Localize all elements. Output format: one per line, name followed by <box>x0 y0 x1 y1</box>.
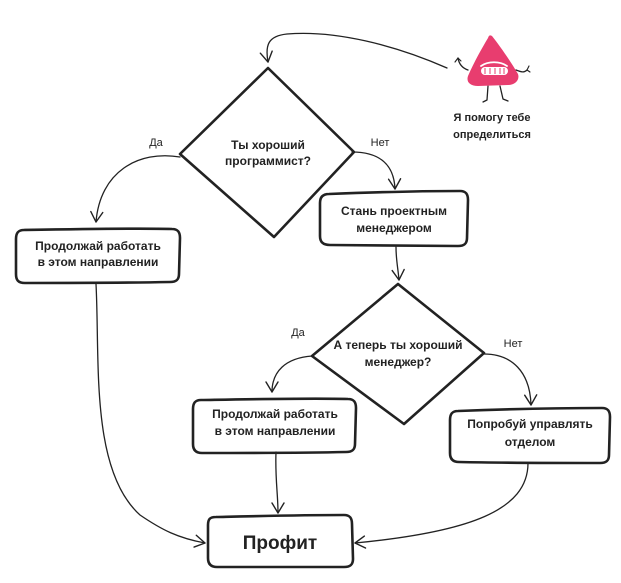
box-manage-department-line2: отделом <box>505 435 556 449</box>
mid-to-profit-arrow <box>271 451 285 514</box>
box-keep-working-mid-line2: в этом направлении <box>215 424 336 438</box>
box-keep-working-mid-line1: Продолжай работать <box>212 407 338 421</box>
mascot-caption-line2: определиться <box>453 129 531 141</box>
pm-to-q2-arrow <box>391 246 405 281</box>
no-arrow-2 <box>483 353 538 406</box>
edge-label-no-1: Нет <box>371 137 390 149</box>
box-manage-department: Попробуй управлять отделом <box>448 406 612 465</box>
edge-label-yes-2: Да <box>291 327 305 339</box>
decision-good-manager-line1: А теперь ты хороший <box>333 338 462 352</box>
decision-good-manager: А теперь ты хороший менеджер? <box>310 282 486 426</box>
mascot-arrow <box>259 32 448 69</box>
yes-arrow-2 <box>265 355 313 393</box>
box-keep-working-left: Продолжай работать в этом направлении <box>14 227 182 285</box>
box-keep-working-left-line1: Продолжай работать <box>35 239 161 253</box>
box-manage-department-line1: Попробуй управлять <box>467 417 593 431</box>
box-profit-label: Профит <box>243 533 317 554</box>
decision-good-manager-line2: менеджер? <box>365 355 432 369</box>
dept-to-profit-arrow <box>354 462 529 549</box>
yes-arrow-1 <box>90 155 181 223</box>
box-become-pm: Стань проектным менеджером <box>318 189 470 248</box>
box-become-pm-line1: Стань проектным <box>341 204 447 218</box>
left-to-profit-arrow <box>95 283 206 548</box>
no-arrow-1 <box>351 151 402 190</box>
box-keep-working-mid: Продолжай работать в этом направлении <box>191 397 358 455</box>
edge-label-yes-1: Да <box>149 137 163 149</box>
box-keep-working-left-line2: в этом направлении <box>38 255 159 269</box>
edge-label-no-2: Нет <box>504 338 523 350</box>
decision-good-programmer-line1: Ты хороший <box>231 138 305 152</box>
decision-good-programmer: Ты хороший программист? <box>178 66 356 239</box>
mascot-caption-line1: Я помогу тебе <box>454 112 531 124</box>
mascot-triangle-icon <box>454 35 531 103</box>
box-profit: Профит <box>206 513 355 569</box>
decision-good-programmer-line2: программист? <box>225 154 311 168</box>
box-become-pm-line2: менеджером <box>356 221 432 235</box>
